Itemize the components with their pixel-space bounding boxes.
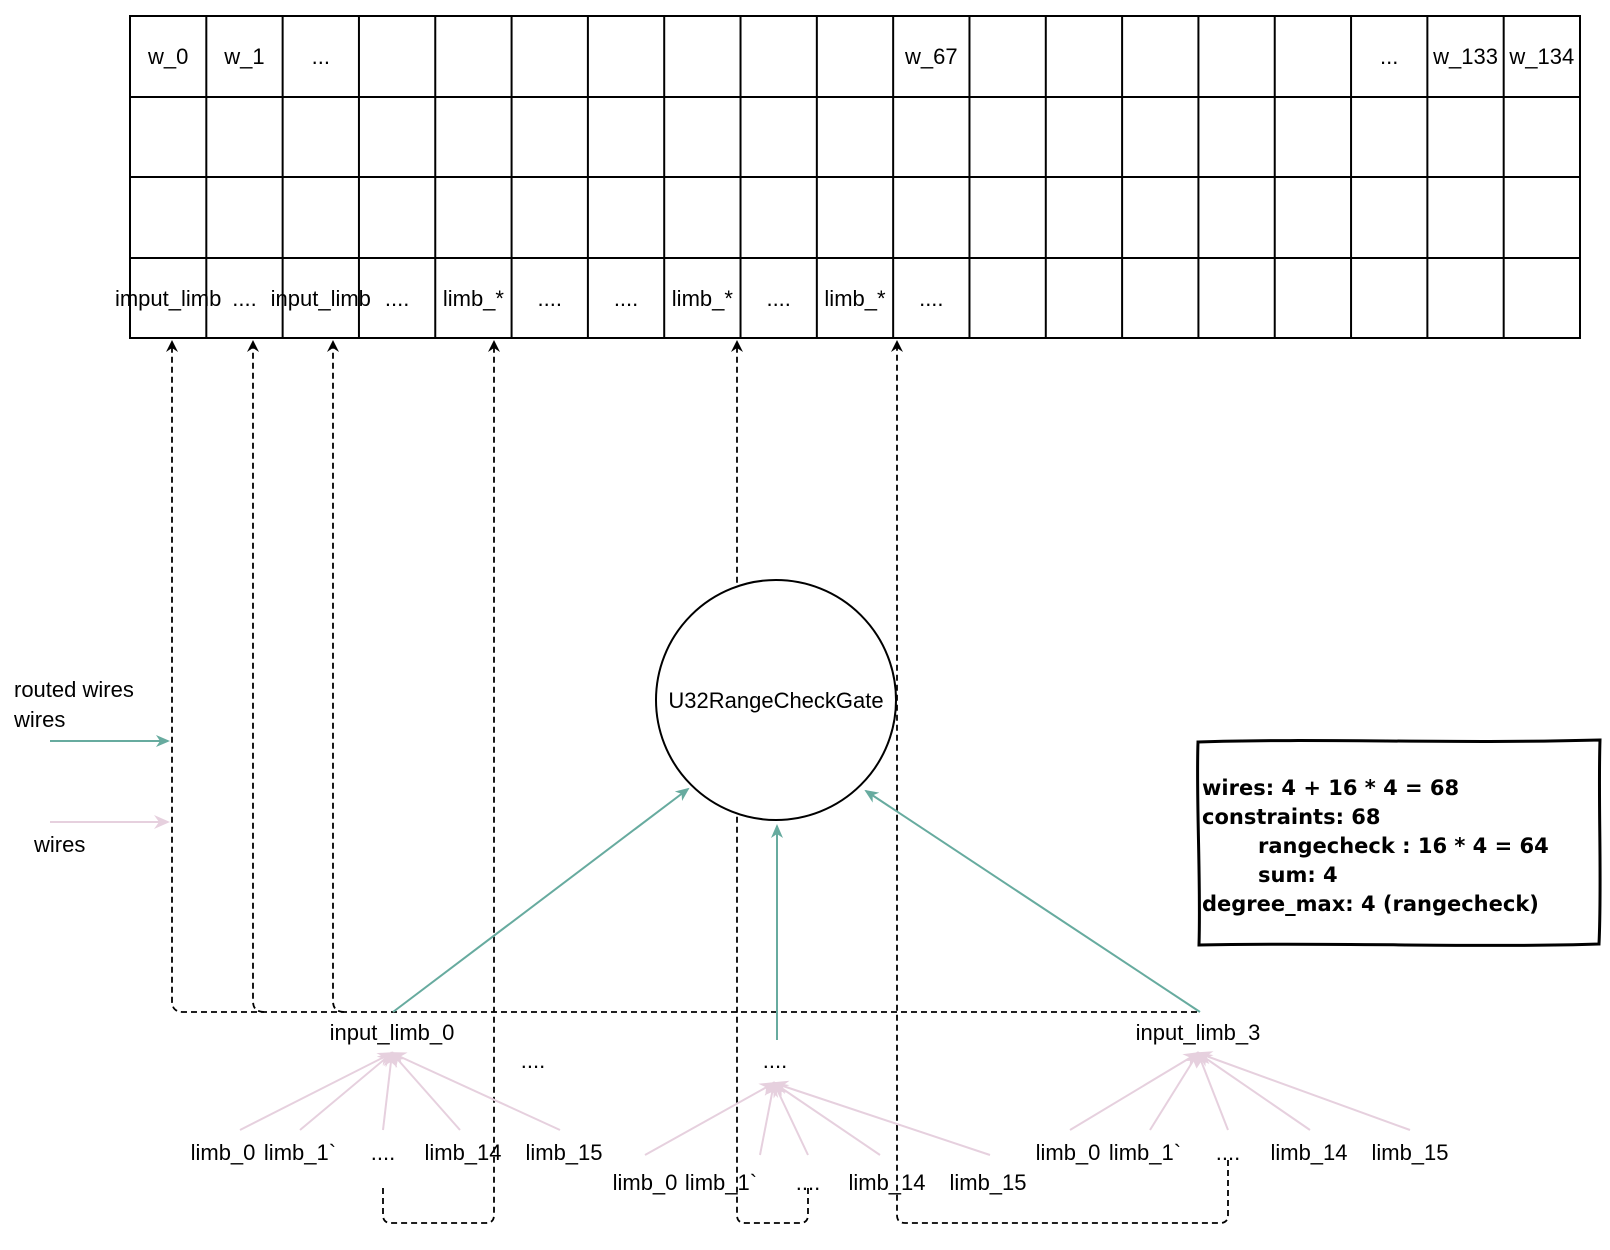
- group-right-label: input_limb_3: [1136, 1020, 1261, 1045]
- limb-label: limb_0: [191, 1140, 256, 1165]
- table-bottom-cell: limb_*: [672, 286, 734, 311]
- table-bottom-cell: ....: [919, 286, 943, 311]
- table-bottom-cell: ....: [766, 286, 790, 311]
- limb-label: ....: [1216, 1140, 1240, 1165]
- table-header-cell: w_1: [223, 44, 264, 69]
- limb-label: limb_15: [1371, 1140, 1448, 1165]
- limb-wire: [390, 1051, 461, 1131]
- teal-wire-input-limb-0: [392, 787, 690, 1013]
- limb-label: limb_0: [1036, 1140, 1101, 1165]
- route-middle-limbs: [731, 340, 809, 1224]
- summary-line-sum: sum: 4: [1258, 863, 1338, 887]
- route-left-limbs: [382, 340, 500, 1224]
- table-bottom-cell: limb_*: [443, 286, 505, 311]
- limb-wire: [772, 1081, 881, 1156]
- table-header-cell: w_134: [1508, 44, 1574, 69]
- limb-wire: [1196, 1051, 1311, 1131]
- summary-line-constraints: constraints: 68: [1202, 805, 1381, 829]
- limb-label: limb_14: [424, 1140, 501, 1165]
- table-header-cell: ...: [1380, 44, 1398, 69]
- table-bottom-cell: input_limb: [271, 286, 371, 311]
- table-bottom-cell: ....: [538, 286, 562, 311]
- teal-wire-input-limb-3: [864, 789, 1201, 1013]
- group-middle-label: ....: [763, 1048, 787, 1073]
- route-right-limbs: [891, 340, 1229, 1224]
- table-header-cell: w_0: [147, 44, 188, 69]
- route-input-limb-2: [327, 340, 345, 1013]
- limb-wire: [772, 1080, 991, 1156]
- table-bottom-cell: ....: [232, 286, 256, 311]
- copy-constraint-routes: [166, 340, 1229, 1224]
- group-left-label: input_limb_0: [330, 1020, 455, 1045]
- gate-label: U32RangeCheckGate: [668, 688, 883, 713]
- limb-wire: [390, 1052, 561, 1131]
- legend-routed-label-line1: routed wires: [14, 677, 134, 702]
- limb-wire: [1196, 1051, 1229, 1131]
- route-input-limb-1: [247, 340, 265, 1013]
- table-header-cell: ...: [312, 44, 330, 69]
- limb-wire: [239, 1052, 394, 1131]
- table-bottom-cell: limb_*: [824, 286, 886, 311]
- legend: routed wires wires wires: [13, 677, 170, 857]
- summary-line-wires: wires: 4 + 16 * 4 = 68: [1202, 776, 1459, 800]
- group-gap-label: ....: [521, 1048, 545, 1073]
- limb-wires: [239, 1051, 1411, 1156]
- limb-wire: [1196, 1051, 1411, 1131]
- summary-line-degree: degree_max: 4 (rangecheck): [1202, 892, 1539, 916]
- table-header-cell: w_133: [1432, 44, 1498, 69]
- limb-label: limb_0: [613, 1170, 678, 1195]
- table-bottom-cell: imput_limb: [115, 286, 221, 311]
- limb-label: limb_15: [949, 1170, 1026, 1195]
- limb-wire: [644, 1082, 776, 1156]
- limb-label: ....: [371, 1140, 395, 1165]
- limb-label: limb_1`: [685, 1170, 757, 1195]
- table-bottom-cell: ....: [614, 286, 638, 311]
- table-bottom-cell: ....: [385, 286, 409, 311]
- route-input-limb-0: [166, 340, 1197, 1013]
- limb-label: limb_14: [1270, 1140, 1347, 1165]
- limb-wire: [759, 1081, 779, 1156]
- limb-wire: [1069, 1051, 1200, 1131]
- witness-table: w_0 w_1... w_67... w_133 w_134 imput_limb....…: [115, 15, 1581, 339]
- legend-routed-label-line2: wires: [13, 707, 65, 732]
- limb-wire: [382, 1051, 398, 1131]
- limb-label: limb_1`: [1109, 1140, 1181, 1165]
- limb-label: limb_1`: [264, 1140, 336, 1165]
- limb-wire: [1149, 1051, 1200, 1131]
- legend-wires-label: wires: [33, 832, 85, 857]
- summary-note: wires: 4 + 16 * 4 = 68 constraints: 68 r…: [1196, 738, 1602, 947]
- gate-circle: [655, 579, 897, 821]
- limb-wire: [299, 1051, 394, 1131]
- table-header-cell: w_67: [904, 44, 958, 69]
- summary-line-rangecheck: rangecheck : 16 * 4 = 64: [1258, 834, 1549, 858]
- limb-label: limb_15: [525, 1140, 602, 1165]
- limb-label: ....: [796, 1170, 820, 1195]
- limb-label: limb_14: [848, 1170, 925, 1195]
- summary-box: [1196, 738, 1602, 947]
- routed-wires-into-gate: [392, 787, 1201, 1040]
